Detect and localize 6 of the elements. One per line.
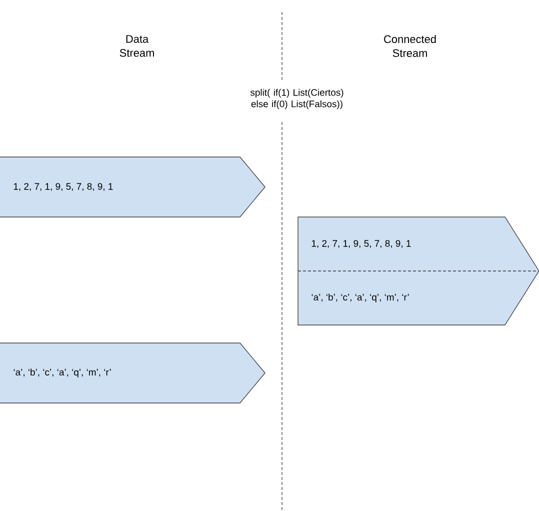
note: split( if(1) List(Ciertos) else if(0) List(Falsos)) [250,88,344,110]
column-heading: Connected Stream [384,35,436,57]
arrow-box: 1, 2, 7, 1, 9, 5, 7, 8, 9, 1 ‘a’, ‘b’, ‘c’, ‘a’, ‘q’, ‘m’, ‘r’ [298,216,539,326]
column-heading: Data Stream [120,35,154,57]
arrow-box: 1, 2, 7, 1, 9, 5, 7, 8, 9, 1 [0,156,266,218]
arrow-box: ‘a’, ‘b’, ‘c’, ‘a’, ‘q’, ‘m’, ‘r’ [0,342,266,404]
